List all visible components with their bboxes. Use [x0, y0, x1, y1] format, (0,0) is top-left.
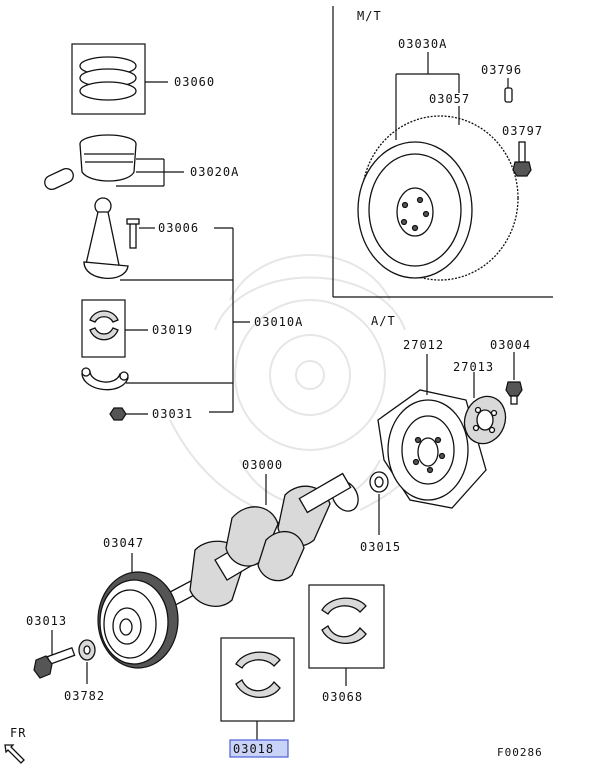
- part-03020A-piston[interactable]: [42, 134, 184, 192]
- part-number-03047[interactable]: 03047: [103, 536, 144, 550]
- part-03047-crankshaft-pulley[interactable]: [97, 553, 179, 669]
- part-number-03020A[interactable]: 03020A: [190, 165, 239, 179]
- part-number-27012[interactable]: 27012: [403, 338, 444, 352]
- part-number-03796[interactable]: 03796: [481, 63, 522, 77]
- part-03019-rod-bearing[interactable]: [81, 299, 148, 358]
- part-number-03030A[interactable]: 03030A: [398, 37, 447, 51]
- part-number-03068[interactable]: 03068: [322, 690, 363, 704]
- part-number-03057[interactable]: 03057: [429, 92, 470, 106]
- part-27013-adapter-plate[interactable]: [458, 372, 512, 449]
- manual-transmission-label: M/T: [357, 9, 382, 23]
- part-03030A-flywheel[interactable]: [357, 52, 519, 281]
- figure-code: F00286: [497, 746, 543, 759]
- part-number-03015[interactable]: 03015: [360, 540, 401, 554]
- part-03006-connecting-rod[interactable]: [83, 197, 155, 279]
- part-03060-piston-rings[interactable]: [71, 43, 168, 115]
- part-number-03782[interactable]: 03782: [64, 689, 105, 703]
- manual-transmission-section: M/T: [332, 6, 553, 298]
- front-arrow-icon: [4, 744, 25, 764]
- assembly-bracket-03010A: [120, 227, 250, 413]
- part-03797-flywheel-bolt[interactable]: [512, 141, 532, 177]
- part-03068-main-bearing[interactable]: [308, 584, 385, 686]
- part-03004-drive-plate-bolt[interactable]: [505, 352, 523, 405]
- part-number-03031[interactable]: 03031: [152, 407, 193, 421]
- part-27012-drive-plate[interactable]: [377, 354, 487, 509]
- part-03013-pulley-bolt[interactable]: [33, 630, 76, 679]
- part-number-03000[interactable]: 03000: [242, 458, 283, 472]
- part-number-03019[interactable]: 03019: [152, 323, 193, 337]
- part-number-03797[interactable]: 03797: [502, 124, 543, 138]
- front-direction-indicator: FR: [4, 726, 26, 764]
- selected-part-highlight[interactable]: [229, 739, 289, 758]
- part-03796-dowel-pin[interactable]: [504, 78, 513, 103]
- part-number-27013[interactable]: 27013: [453, 360, 494, 374]
- part-03031-nut[interactable]: [109, 407, 148, 421]
- part-number-03013[interactable]: 03013: [26, 614, 67, 628]
- part-number-03010A[interactable]: 03010A: [254, 315, 303, 329]
- part-number-03004[interactable]: 03004: [490, 338, 531, 352]
- part-03015-pilot-bushing[interactable]: [369, 471, 389, 535]
- part-number-03006[interactable]: 03006: [158, 221, 199, 235]
- front-label: FR: [10, 726, 26, 740]
- part-number-03060[interactable]: 03060: [174, 75, 215, 89]
- part-number-03018[interactable]: 03018: [233, 742, 274, 756]
- part-03782-washer[interactable]: [78, 639, 96, 684]
- part-03000-crankshaft[interactable]: [165, 472, 364, 608]
- automatic-transmission-label: A/T: [371, 314, 396, 328]
- connecting-rod-cap[interactable]: [81, 367, 129, 391]
- part-03018-main-bearing[interactable]: [220, 637, 295, 740]
